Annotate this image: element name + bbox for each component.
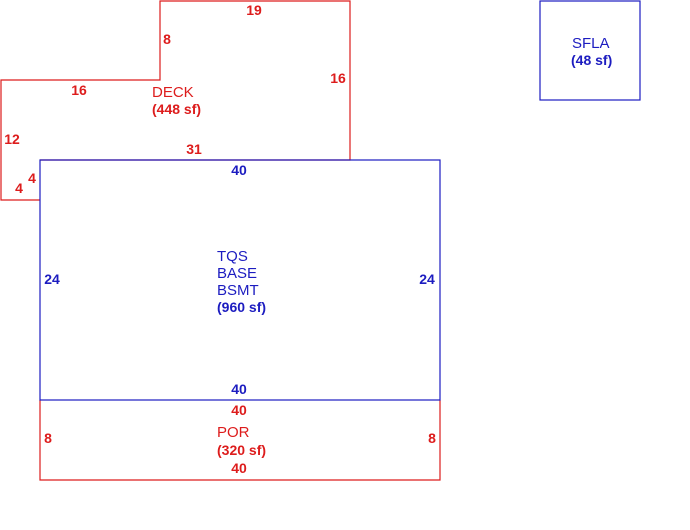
porch-dim-top: 40 [231, 402, 247, 418]
porch-area: 40 8 8 40 POR (320 sf) [39, 400, 441, 481]
deck-dim-notch-horizontal: 4 [15, 180, 23, 196]
basement-area: 40 24 24 40 TQS BASE BSMT (960 sf) [39, 159, 441, 401]
porch-dim-right: 8 [428, 430, 436, 446]
basement-name-line-2: BASE [217, 265, 257, 282]
deck-dim-upper-left: 16 [71, 82, 87, 98]
deck-outline [0, 0, 351, 201]
sfla-name: SFLA [572, 35, 610, 52]
basement-name-line-1: TQS [217, 248, 248, 265]
basement-dim-bottom: 40 [231, 381, 247, 397]
sfla-outline [539, 0, 641, 101]
deck-dim-notch-vertical: 4 [28, 170, 36, 186]
porch-area-value: (320 sf) [217, 442, 266, 458]
porch-name: POR [217, 424, 250, 441]
sfla-area-value: (48 sf) [571, 52, 612, 68]
deck-area: 19 8 16 16 12 31 4 4 DECK (448 sf) [0, 0, 351, 201]
basement-dim-top: 40 [231, 162, 247, 178]
deck-dim-left: 12 [4, 131, 20, 147]
porch-outline [39, 400, 441, 481]
deck-dim-step-left: 8 [163, 31, 171, 47]
deck-dim-top: 19 [246, 2, 262, 18]
deck-name: DECK [152, 84, 194, 101]
basement-dim-right: 24 [419, 271, 435, 287]
basement-dim-left: 24 [44, 271, 60, 287]
deck-dim-bottom: 31 [186, 141, 202, 157]
basement-area-value: (960 sf) [217, 299, 266, 315]
porch-dim-bottom: 40 [231, 460, 247, 476]
deck-dim-right: 16 [330, 70, 346, 86]
deck-area-value: (448 sf) [152, 101, 201, 117]
basement-name-line-3: BSMT [217, 282, 259, 299]
basement-outline [39, 159, 441, 401]
sfla-area: SFLA (48 sf) [539, 0, 641, 101]
porch-dim-left: 8 [44, 430, 52, 446]
